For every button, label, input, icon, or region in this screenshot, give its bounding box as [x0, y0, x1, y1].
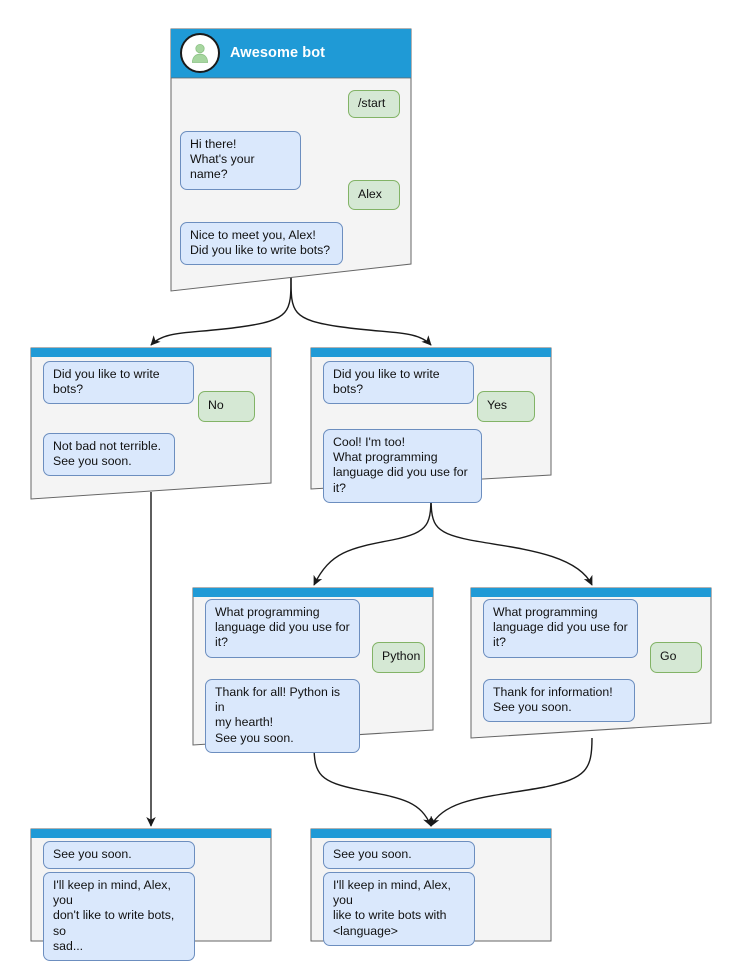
message-bubble: Cool! I'm too! What programming language… [323, 429, 482, 503]
message-bubble: What programming language did you use fo… [483, 599, 638, 658]
edge-yes-to-go [430, 489, 593, 586]
message-bubble: Nice to meet you, Alex! Did you like to … [180, 222, 343, 266]
bot-header: Awesome bot [170, 28, 412, 78]
edge-python-to-ending-happy [313, 744, 432, 827]
node-answer-no-screen[interactable]: Did you like to write bots? No Not bad n… [30, 347, 272, 500]
message-bubble: Alex [348, 180, 400, 210]
bot-title: Awesome bot [230, 45, 326, 61]
node-answer-yes-screen[interactable]: Did you like to write bots? Yes Cool! I'… [310, 347, 552, 503]
message-bubble: Not bad not terrible. See you soon. [43, 433, 175, 477]
node-ending-yes-screen[interactable]: See you soon. I'll keep in mind, Alex, y… [310, 828, 552, 946]
message-bubble: Hi there! What's your name? [180, 131, 301, 190]
message-bubble: I'll keep in mind, Alex, you don't like … [43, 872, 195, 962]
message-bubble: See you soon. [43, 841, 195, 870]
message-bubble: Python [372, 642, 425, 673]
node-answer-python-screen[interactable]: What programming language did you use fo… [192, 587, 434, 753]
message-bubble: I'll keep in mind, Alex, you like to wri… [323, 872, 475, 946]
message-bubble: Did you like to write bots? [323, 361, 474, 405]
message-bubble: /start [348, 90, 400, 119]
message-bubble: No [198, 391, 255, 422]
message-bubble: Thank for all! Python is in my hearth! S… [205, 679, 360, 753]
node-answer-go-screen[interactable]: What programming language did you use fo… [470, 587, 712, 739]
message-bubble: See you soon. [323, 841, 475, 870]
message-bubble: Go [650, 642, 702, 673]
message-bubble: Yes [477, 391, 535, 422]
message-bubble: Did you like to write bots? [43, 361, 194, 405]
message-bubble: Thank for information! See you soon. [483, 679, 635, 723]
node-start-screen[interactable]: Awesome bot /start Hi there! What's your… [170, 28, 412, 292]
node-ending-no-screen[interactable]: See you soon. I'll keep in mind, Alex, y… [30, 828, 272, 962]
person-avatar-icon [180, 33, 220, 73]
edge-yes-to-python [313, 489, 432, 586]
edge-go-to-ending-happy [430, 737, 593, 827]
message-bubble: What programming language did you use fo… [205, 599, 360, 658]
